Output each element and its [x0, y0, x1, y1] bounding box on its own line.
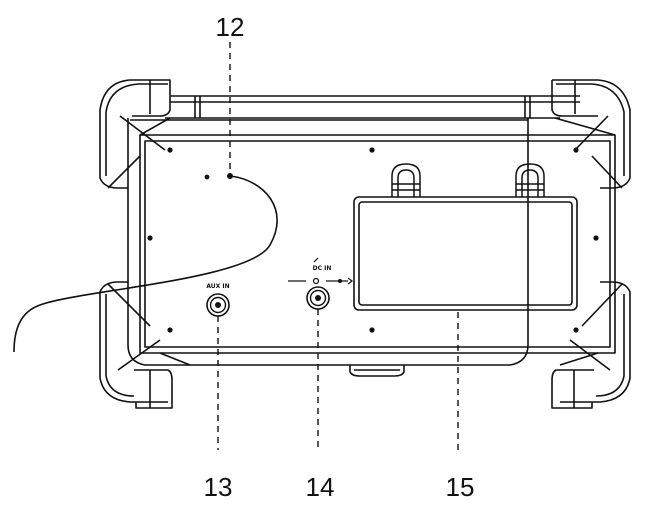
callout-15: 15 — [446, 472, 475, 502]
corner-bumper-bottom-right — [551, 281, 631, 409]
battery-compartment — [353, 196, 578, 311]
screw — [573, 147, 579, 153]
dc-in-jack — [306, 286, 330, 310]
screws — [147, 147, 599, 333]
corner-bumper-bottom-left — [99, 281, 173, 409]
device-frame — [127, 95, 616, 377]
callout-13: 13 — [204, 472, 233, 502]
screw — [369, 327, 375, 333]
aux-in-label: AUX IN — [206, 283, 229, 290]
callout-12: 12 — [216, 12, 245, 42]
screw — [147, 235, 153, 241]
screw — [573, 327, 579, 333]
dc-in-label: DC IN — [313, 265, 332, 272]
screw — [167, 327, 173, 333]
corner-bumper-top-left — [99, 79, 171, 189]
callout-14: 14 — [306, 472, 335, 502]
screw — [167, 147, 173, 153]
screw — [369, 147, 375, 153]
battery-cover-clip-left — [391, 163, 421, 197]
screw — [204, 174, 210, 180]
antenna-wire — [13, 173, 278, 353]
corner-bumper-top-right — [551, 79, 631, 189]
battery-cover-clip-right — [515, 163, 545, 197]
aux-in-jack — [206, 293, 230, 317]
dc-polarity-symbol — [288, 257, 353, 285]
screw — [593, 235, 599, 241]
leader-lines — [217, 42, 459, 450]
